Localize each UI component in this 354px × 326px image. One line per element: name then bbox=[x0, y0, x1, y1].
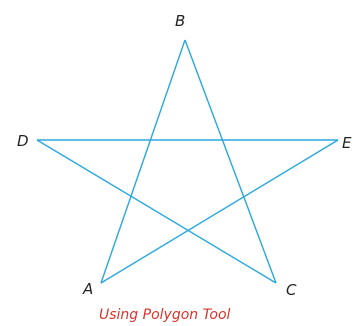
vertex-label-b: B bbox=[175, 12, 185, 30]
edge-a-b bbox=[100, 39, 186, 284]
vertex-label-d: D bbox=[17, 132, 29, 150]
vertex-labels: B D E A C bbox=[17, 12, 352, 299]
vertex-label-a: A bbox=[82, 280, 93, 298]
diagram-caption: Using Polygon Tool bbox=[99, 307, 231, 323]
edge-e-a bbox=[100, 139, 339, 284]
edge-b-c bbox=[184, 39, 277, 284]
edge-c-d bbox=[36, 139, 277, 284]
star-edges bbox=[36, 39, 339, 284]
vertex-label-c: C bbox=[286, 281, 297, 299]
vertex-label-e: E bbox=[342, 134, 352, 152]
